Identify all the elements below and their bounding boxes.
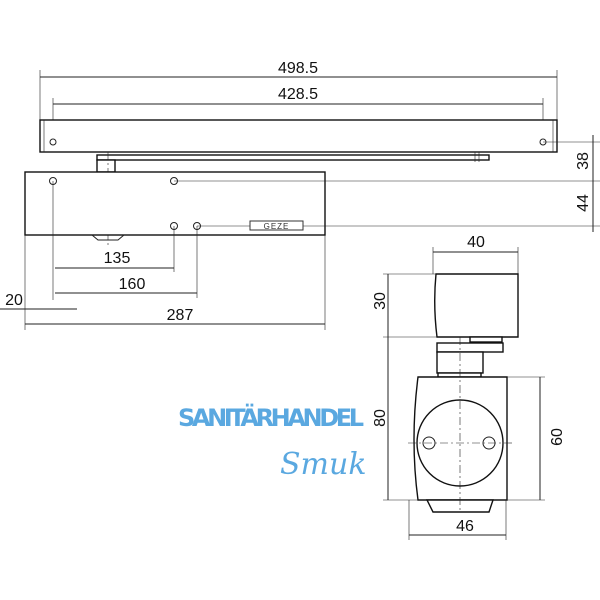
- geze-badge: GEZE: [264, 222, 290, 231]
- arm: [96, 152, 490, 245]
- dim-label: 428.5: [278, 86, 318, 103]
- slide-rail: [39, 119, 600, 153]
- dimension-135: 135: [52, 181, 175, 300]
- closer-body: GEZE: [24, 171, 600, 241]
- dim-label: 60: [549, 428, 566, 446]
- dim-label: 80: [372, 409, 389, 427]
- dimension-38-44: 38 44: [575, 135, 594, 232]
- watermark-line1: SANITÄRHANDEL: [178, 403, 364, 432]
- dimension-498-5: 498.5: [39, 60, 558, 120]
- dim-label: 44: [575, 194, 592, 212]
- dimension-160: 160: [55, 226, 198, 298]
- dim-label: 160: [119, 276, 146, 293]
- rail-hole: [49, 138, 57, 146]
- dim-label: 46: [456, 518, 474, 535]
- watermark-line2: Smuk: [280, 447, 367, 482]
- dim-label: 38: [575, 152, 592, 170]
- side-view: 40 30 80 60 46: [372, 234, 566, 540]
- dim-label: 287: [167, 307, 194, 324]
- dim-label: 135: [104, 250, 131, 267]
- dim-label: 40: [467, 234, 485, 251]
- dim-label: 20: [5, 292, 23, 309]
- dim-label: 498.5: [278, 60, 318, 77]
- dim-label: 30: [372, 292, 389, 310]
- dimension-20: 20: [0, 292, 77, 310]
- dimension-287: 287: [24, 235, 326, 330]
- watermark-logo: SANITÄRHANDEL Smuk: [178, 403, 367, 482]
